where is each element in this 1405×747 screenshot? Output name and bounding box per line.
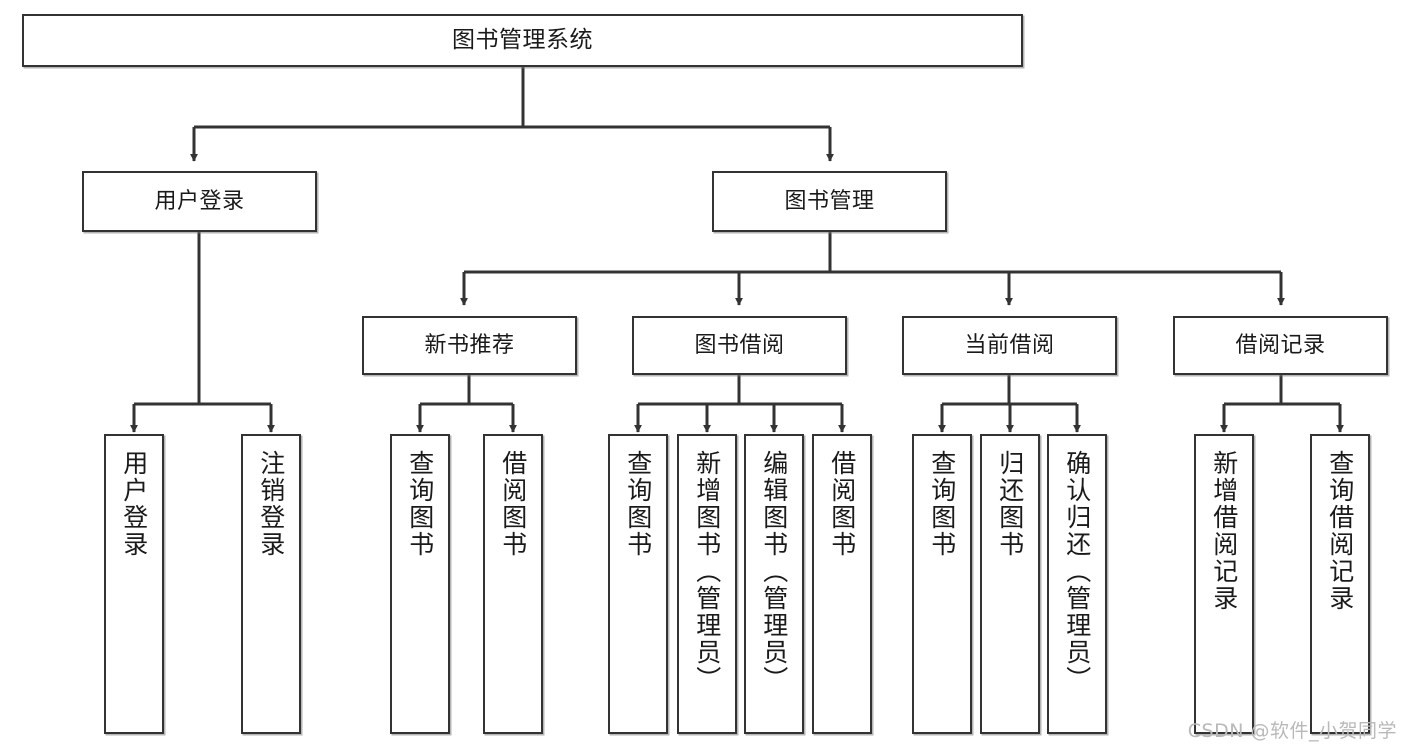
- node-label: 用户登录: [154, 188, 245, 214]
- node-label: 借阅图书: [827, 450, 857, 558]
- node-label: 图书管理: [784, 188, 875, 214]
- node-label: 图书管理系统: [452, 26, 593, 53]
- node-label: 借阅记录: [1235, 332, 1326, 358]
- node-label: 当前借阅: [964, 332, 1055, 358]
- node-leaf-user-login[interactable]: 用户登录: [104, 434, 164, 734]
- node-label: 借阅图书: [498, 450, 528, 558]
- node-label: 查询图书: [623, 450, 653, 558]
- node-leaf-borrow-book-2[interactable]: 借阅图书: [812, 434, 872, 734]
- node-label: 查询图书: [927, 450, 957, 558]
- node-leaf-return-book[interactable]: 归还图书: [980, 434, 1040, 734]
- node-book-management[interactable]: 图书管理: [712, 171, 947, 232]
- node-user-login[interactable]: 用户登录: [82, 171, 317, 232]
- node-new-book-recommend[interactable]: 新书推荐: [362, 316, 577, 375]
- node-label: 图书借阅: [694, 332, 785, 358]
- node-leaf-query-book-3[interactable]: 查询图书: [912, 434, 972, 734]
- node-leaf-edit-book-admin[interactable]: 编辑图书（管理员）: [744, 434, 804, 734]
- node-label: 新增图书（管理员）: [692, 450, 722, 693]
- node-current-borrow[interactable]: 当前借阅: [902, 316, 1117, 375]
- node-borrow-record[interactable]: 借阅记录: [1173, 316, 1388, 375]
- node-label: 确认归还（管理员）: [1062, 450, 1092, 693]
- node-leaf-query-book-2[interactable]: 查询图书: [608, 434, 668, 734]
- node-label: 编辑图书（管理员）: [759, 450, 789, 693]
- node-label: 归还图书: [995, 450, 1025, 558]
- node-label: 新书推荐: [424, 332, 515, 358]
- node-root-图书管理系统[interactable]: 图书管理系统: [22, 14, 1023, 67]
- node-label: 查询图书: [405, 450, 435, 558]
- node-leaf-query-book-1[interactable]: 查询图书: [390, 434, 450, 734]
- node-leaf-confirm-return-admin[interactable]: 确认归还（管理员）: [1047, 434, 1107, 734]
- node-book-borrow[interactable]: 图书借阅: [632, 316, 847, 375]
- node-label: 新增借阅记录: [1209, 450, 1239, 612]
- node-leaf-borrow-book-1[interactable]: 借阅图书: [483, 434, 543, 734]
- node-leaf-add-book-admin[interactable]: 新增图书（管理员）: [677, 434, 737, 734]
- node-leaf-logout-login[interactable]: 注销登录: [241, 434, 301, 734]
- node-label: 查询借阅记录: [1325, 450, 1355, 612]
- node-label: 注销登录: [256, 450, 286, 558]
- node-leaf-query-borrow-record[interactable]: 查询借阅记录: [1310, 434, 1370, 734]
- node-label: 用户登录: [119, 450, 149, 558]
- node-leaf-add-borrow-record[interactable]: 新增借阅记录: [1194, 434, 1254, 734]
- csdn-watermark: CSDN @软件_小贺同学: [1187, 720, 1397, 742]
